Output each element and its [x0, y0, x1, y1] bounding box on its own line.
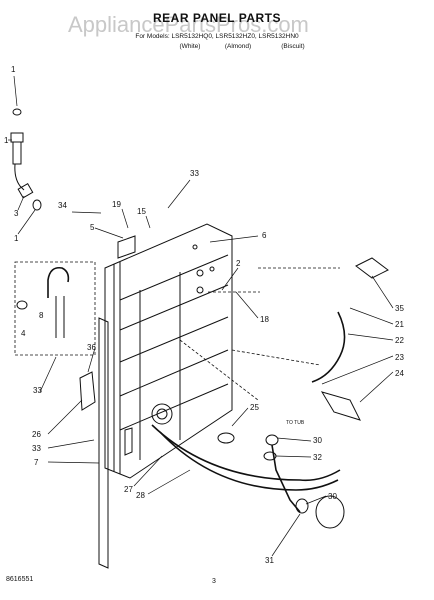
callout-18: 18 [260, 315, 269, 324]
leader-line-12 [47, 461, 100, 464]
callout-1-top: 1 [11, 65, 16, 74]
callout-34: 34 [58, 201, 67, 210]
color-variant-almond: (Almond) [225, 43, 251, 50]
leader-line-15 [231, 407, 249, 427]
leader-line-17 [349, 307, 394, 325]
callout-30-upper: 30 [313, 436, 322, 445]
leader-line-7 [235, 291, 259, 319]
callout-32: 32 [313, 453, 322, 462]
leader-line-6 [221, 267, 239, 291]
leader-line-5 [209, 235, 259, 243]
callout-33-mid: 36 [87, 343, 96, 352]
callout-2: 2 [236, 259, 241, 268]
to-tub-label: TO TUB [286, 420, 305, 426]
callout-1-mid: 1 [4, 136, 9, 145]
leader-line-23 [305, 495, 327, 505]
callout-35: 35 [395, 304, 404, 313]
callout-8: 33 [33, 386, 42, 395]
leader-line-22 [275, 455, 312, 458]
leader-line-2 [121, 208, 129, 229]
leader-line-14 [147, 469, 191, 495]
callout-6: 6 [262, 231, 267, 240]
leader-line-16 [371, 275, 394, 309]
color-variant-white: (White) [180, 43, 201, 50]
footer-page-number: 3 [212, 578, 216, 585]
leader-line-20 [359, 371, 394, 403]
leader-line-3 [145, 215, 151, 229]
callout-21: 21 [395, 320, 404, 329]
footer-part-number: 8616551 [6, 576, 33, 583]
leader-line-21 [276, 437, 312, 442]
leader-line-24 [271, 513, 301, 557]
callout-30-lower: 30 [328, 492, 337, 501]
callout-25: 25 [250, 403, 259, 412]
callout-27: 27 [124, 485, 133, 494]
callout-5: 5 [90, 223, 95, 232]
callout-1-low: 1 [14, 234, 19, 243]
callout-33-low: 33 [32, 444, 41, 453]
callout-19: 19 [112, 200, 121, 209]
leader-line-8 [87, 347, 96, 373]
callout-33-top: 33 [190, 169, 199, 178]
callout-15: 15 [137, 207, 146, 216]
color-variant-biscuit: (Biscuit) [281, 43, 304, 50]
rear-panel-drawing [98, 223, 233, 569]
models-line: For Models: LSR5132HQ0, LSR5132HZ0, LSR5… [135, 33, 299, 40]
leader-line-11 [47, 439, 95, 449]
leader-line-18 [347, 333, 394, 341]
callout-26: 26 [32, 430, 41, 439]
callout-leaders [39, 179, 394, 557]
leader-line-19 [321, 355, 394, 385]
callout-22: 22 [395, 336, 404, 345]
leader-line-10 [47, 399, 83, 435]
leader-line-4 [167, 179, 191, 209]
watermark: AppliancePartsPros.com [68, 12, 309, 37]
leader-line-0 [71, 211, 102, 214]
callout-7: 7 [34, 458, 39, 467]
leader-line-1 [94, 227, 124, 239]
callout-24: 24 [395, 369, 404, 378]
callout-4: 8 [39, 311, 44, 320]
callout-31: 31 [265, 556, 274, 565]
hoses-drawing [14, 257, 389, 529]
leader-line-9 [39, 356, 57, 393]
diagram-title: REAR PANEL PARTS [153, 11, 281, 25]
leader-line-13 [133, 455, 163, 487]
fitting-stack-drawing [8, 75, 42, 235]
callout-28: 28 [136, 491, 145, 500]
callout-3: 3 [14, 209, 19, 218]
callout-23: 23 [395, 353, 404, 362]
callout-36: 4 [21, 329, 26, 338]
